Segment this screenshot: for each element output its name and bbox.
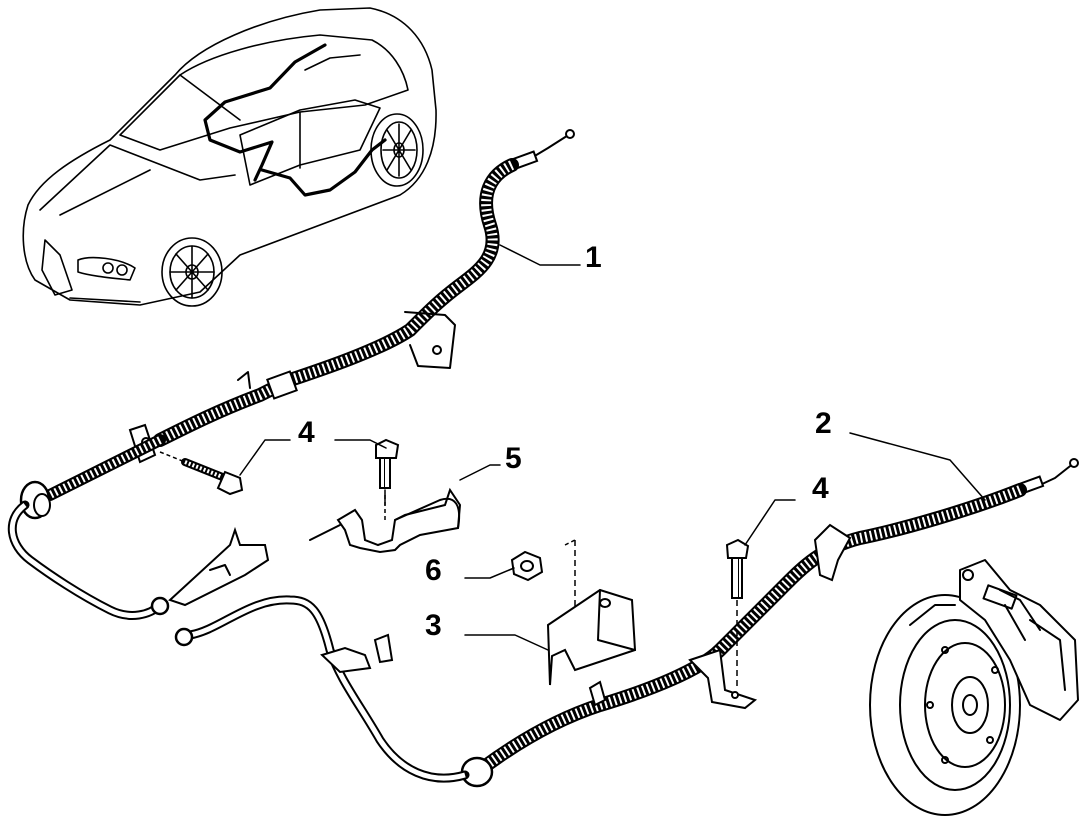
callout-4-upper: 4: [298, 416, 315, 449]
bolt-part-4-upper: [375, 438, 400, 506]
nut-part-6: [510, 539, 576, 615]
clamp-part-5: [309, 487, 462, 554]
handbrake-cable-2: [174, 458, 1079, 788]
callout-3: 3: [425, 609, 442, 642]
callout-5: 5: [505, 442, 522, 475]
bracket-part-3: [546, 588, 637, 686]
callout-4-right: 4: [812, 472, 829, 505]
handbrake-cable-1: [7, 129, 575, 620]
bolt-part-4-left: [159, 451, 244, 496]
brake-disc-assembly: [869, 559, 1079, 816]
car-illustration: [22, 7, 437, 307]
callout-1: 1: [585, 241, 602, 274]
callout-2: 2: [815, 407, 832, 440]
bolt-part-4-right: [725, 538, 750, 690]
leader-lines: [239, 244, 986, 651]
callout-6: 6: [425, 554, 442, 587]
callout-labels: 1 2 3 4 4 5 6: [298, 241, 832, 642]
